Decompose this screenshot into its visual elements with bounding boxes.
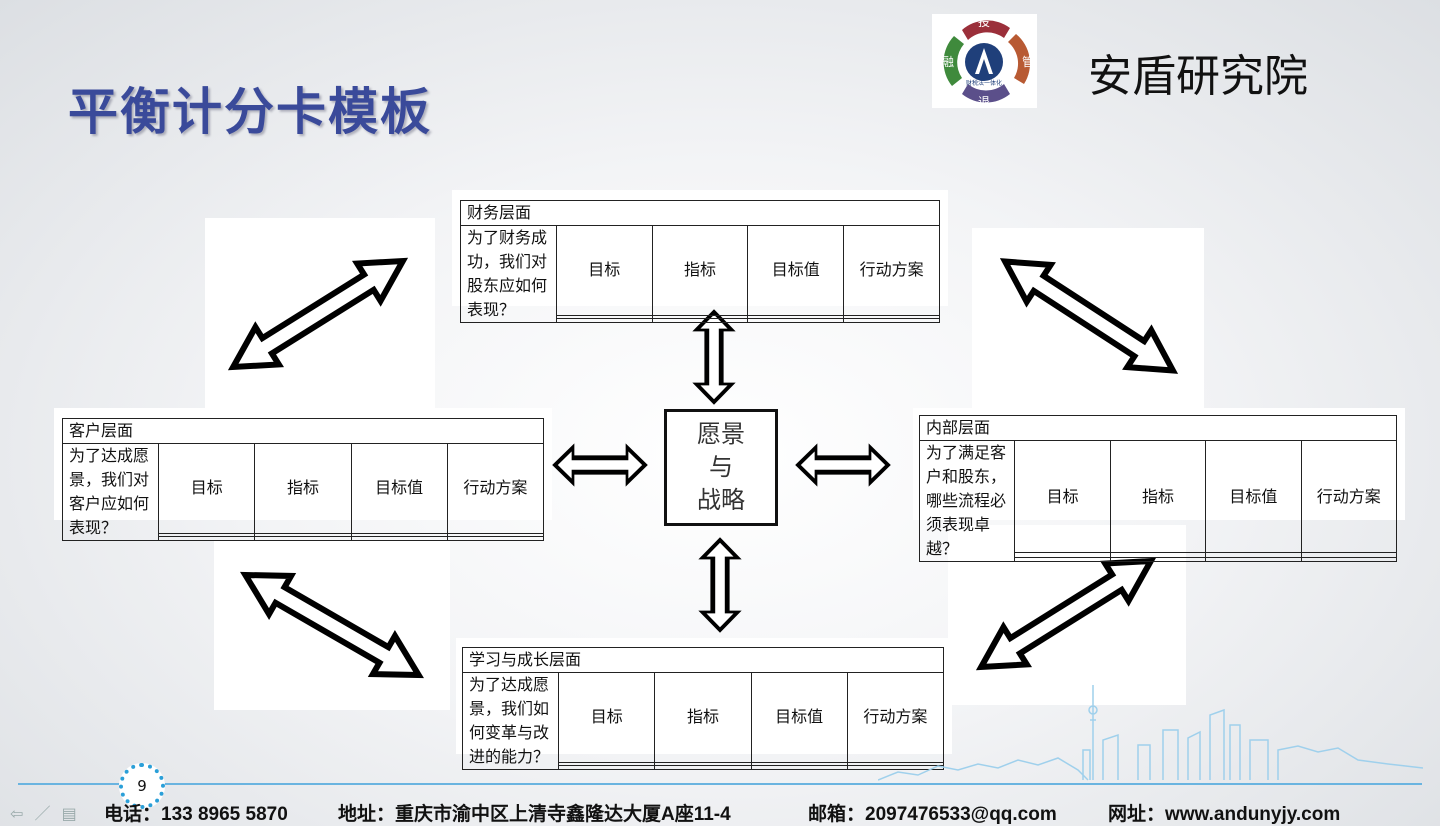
internal-question: 为了满足客户和股东，哪些流程必须表现卓越？ <box>918 440 1016 562</box>
customer-table: 客户层面 为了达成愿景，我们对客户应如何表现？ 目标 指标 目标值 行动方案 <box>61 418 545 541</box>
panel-financial: 财务层面 为了财务成功，我们对股东应如何表现？ 目标 指标 目标值 行动方案 <box>452 190 948 323</box>
arrow-left-center <box>555 447 645 482</box>
arrow-right-center <box>798 447 888 482</box>
slide-title: 平衡计分卡模板 <box>68 82 432 141</box>
pen-icon[interactable]: ／ <box>34 804 51 823</box>
learning-table: 学习与成长层面 为了达成愿景，我们如何变革与改进的能力？ 目标 指标 目标值 行… <box>461 647 945 770</box>
learning-question: 为了达成愿景，我们如何变革与改进的能力？ <box>461 672 560 770</box>
col-metric: 指标 <box>654 672 752 763</box>
city-skyline-graphic <box>878 685 1423 781</box>
financial-table: 财务层面 为了财务成功，我们对股东应如何表现？ 目标 指标 目标值 行动方案 <box>460 200 940 323</box>
financial-question: 为了财务成功，我们对股东应如何表现？ <box>460 225 557 323</box>
col-target-value: 目标值 <box>747 225 845 316</box>
col-target: 目标 <box>555 225 653 316</box>
col-action-plan: 行动方案 <box>1300 439 1398 554</box>
col-metric: 指标 <box>1109 439 1207 554</box>
customer-question: 为了达成愿景，我们对客户应如何表现？ <box>61 443 160 541</box>
panel-internal: 内部层面 为了满足客户和股东，哪些流程必须表现卓越？ 目标 指标 目标值 行动方… <box>913 408 1405 562</box>
vision-strategy-box: 愿景 与 战略 <box>664 409 778 526</box>
logo-char-left: 融 <box>942 55 954 69</box>
institute-logo: 投 融 管 退 财税法一体化 <box>932 14 1037 109</box>
col-target-value: 目标值 <box>1205 439 1302 554</box>
panel-customer: 客户层面 为了达成愿景，我们对客户应如何表现？ 目标 指标 目标值 行动方案 <box>54 408 552 541</box>
col-target: 目标 <box>158 443 256 534</box>
logo-char-bottom: 退 <box>978 95 990 108</box>
customer-title: 客户层面 <box>62 418 544 444</box>
footer-email: 邮箱：2097476533@qq.com <box>808 804 1057 825</box>
footer-contact: 电话：133 8965 5870 地址：重庆市渝中区上清寺鑫隆达大厦A座11-4… <box>0 797 1440 826</box>
learning-title: 学习与成长层面 <box>462 647 944 673</box>
menu-icon[interactable]: ▤ <box>61 804 77 823</box>
footer-address: 地址：重庆市渝中区上清寺鑫隆达大厦A座11-4 <box>338 804 731 825</box>
col-action-plan: 行动方案 <box>843 225 940 316</box>
col-metric: 指标 <box>254 443 352 534</box>
arrow-top-center <box>696 312 731 402</box>
col-target-value: 目标值 <box>350 443 448 534</box>
logo-char-top: 投 <box>978 14 990 29</box>
back-arrow-icon[interactable]: ⇦ <box>10 804 24 823</box>
panel-learning: 学习与成长层面 为了达成愿景，我们如何变革与改进的能力？ 目标 指标 目标值 行… <box>456 638 952 770</box>
center-line-1: 愿景 <box>697 420 745 448</box>
center-line-2: 与 <box>709 453 733 481</box>
col-action-plan: 行动方案 <box>446 443 545 534</box>
footer-divider <box>18 783 1422 785</box>
col-target-value: 目标值 <box>750 672 848 763</box>
financial-title: 财务层面 <box>460 200 940 226</box>
logo-char-right: 管 <box>1022 54 1034 69</box>
logo-inner-text: 财税法一体化 <box>966 79 1002 87</box>
center-line-3: 战略 <box>697 486 745 514</box>
footer-website: 网址：www.andunyjy.com <box>1108 804 1341 825</box>
internal-table: 内部层面 为了满足客户和股东，哪些流程必须表现卓越？ 目标 指标 目标值 行动方… <box>918 415 1398 562</box>
col-target: 目标 <box>1014 439 1111 554</box>
footer-phone: 电话：133 8965 5870 <box>104 804 288 825</box>
col-metric: 指标 <box>651 225 749 316</box>
arrow-bottom-center <box>702 540 737 630</box>
col-action-plan: 行动方案 <box>846 672 945 763</box>
org-name: 安盾研究院 <box>1088 51 1308 102</box>
slide-nav-icons[interactable]: ⇦ ／ ▤ <box>10 800 77 824</box>
page-number: 9 <box>119 763 165 809</box>
internal-title: 内部层面 <box>919 415 1397 441</box>
col-target: 目标 <box>558 672 656 763</box>
